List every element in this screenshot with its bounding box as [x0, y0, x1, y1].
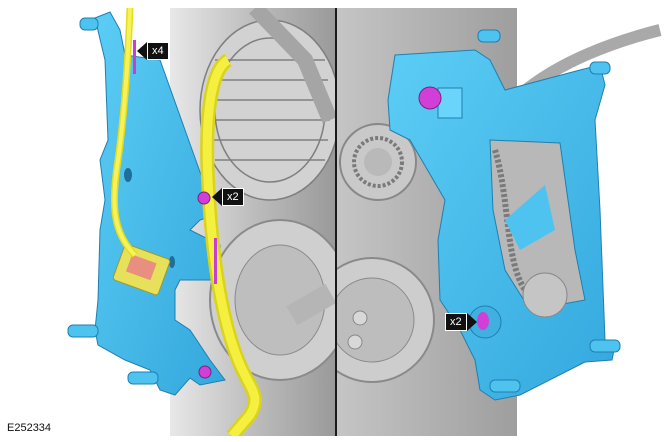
bracket-bolt-upper — [418, 86, 442, 110]
tensioner-pulley — [339, 123, 417, 201]
bracket-nut-lower — [198, 365, 212, 379]
callout-quantity-x2-left: x2 — [212, 188, 244, 206]
arrow-left-icon — [212, 188, 222, 206]
stud — [127, 371, 159, 385]
coolant-hose — [249, 8, 335, 124]
stud — [79, 17, 99, 31]
left-view-panel — [64, 8, 335, 436]
crankshaft-pulley — [337, 257, 435, 383]
callout-quantity-x4: x4 — [137, 42, 169, 60]
callout-quantity-x2-right: x2 — [445, 313, 477, 331]
arrow-left-icon — [137, 42, 147, 60]
harness-clip-upper — [133, 40, 136, 74]
harness-connector — [112, 243, 171, 296]
alternator — [199, 19, 335, 201]
lower-pulley — [209, 219, 335, 381]
bracket-slot — [124, 168, 132, 182]
stud — [67, 324, 99, 338]
right-view-drawing — [337, 8, 662, 436]
bracket-slot — [169, 256, 175, 268]
right-view-panel — [337, 8, 672, 436]
stud — [589, 61, 611, 75]
left-view-drawing — [67, 8, 335, 436]
harness-clip-mid — [214, 238, 217, 284]
bracket-bolt-lower — [477, 312, 489, 330]
idler-pulley — [522, 272, 568, 318]
bracket-nut-middle — [197, 191, 211, 205]
figure-id: E252334 — [7, 422, 52, 434]
stud — [589, 339, 621, 353]
stud — [477, 29, 501, 43]
bracket-spacer — [437, 87, 463, 119]
view-divider — [335, 8, 337, 436]
stud — [489, 379, 521, 393]
bracket-rib — [505, 185, 555, 250]
drive-belt — [492, 149, 528, 292]
mounting-bracket — [94, 11, 226, 396]
arrow-right-icon — [466, 313, 477, 331]
